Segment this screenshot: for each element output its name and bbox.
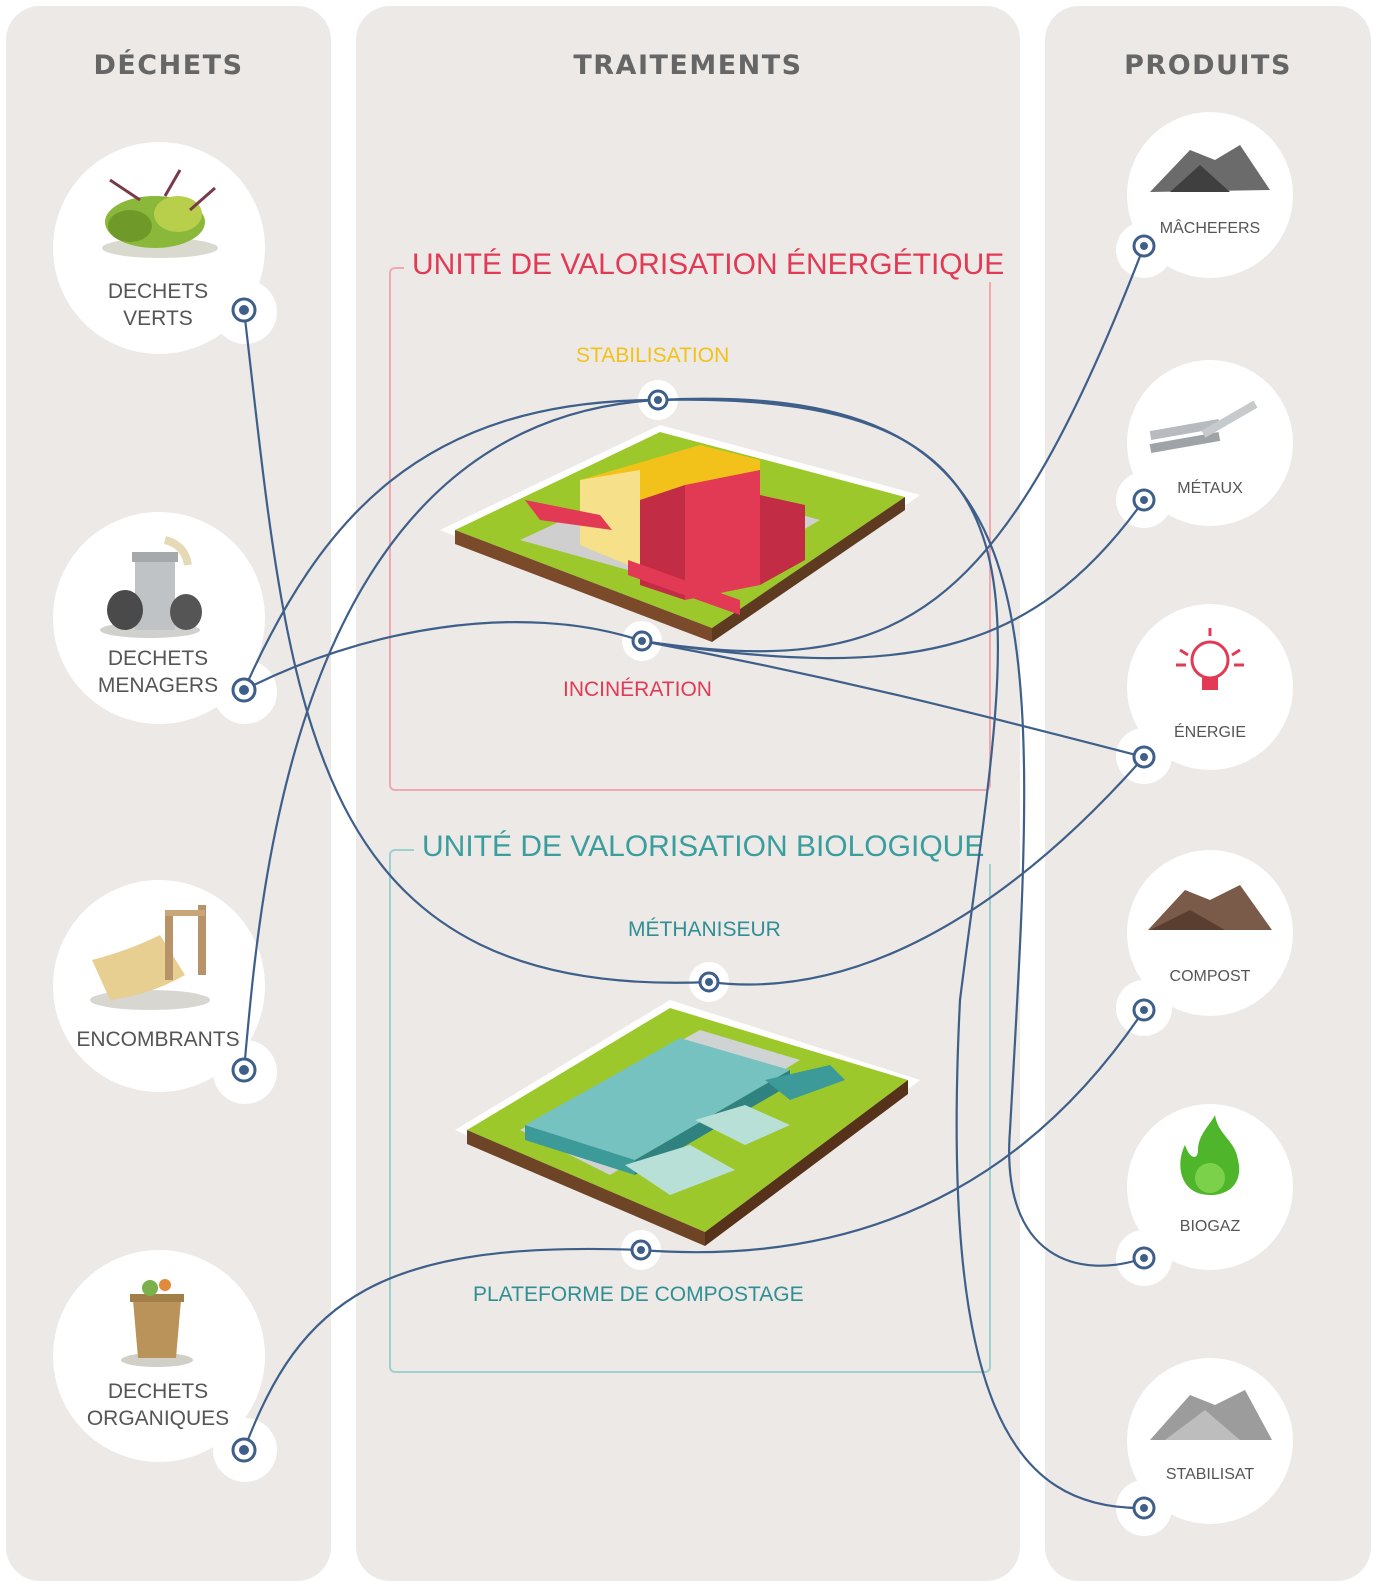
node-verts: [231, 297, 257, 323]
node-organiques: [231, 1437, 257, 1463]
product-label-machefers: MÂCHEFERS: [1159, 220, 1261, 237]
product-label-metaux: MÉTAUX: [1177, 480, 1243, 497]
node-biogaz: [1132, 1246, 1156, 1270]
incineration-label: INCINÉRATION: [563, 678, 712, 701]
link-stabilisation-stabilisat: [657, 398, 1145, 1510]
node-encombrants: [231, 1057, 257, 1083]
metal-bars-icon: [1149, 400, 1258, 454]
product-label-biogaz: BIOGAZ: [1179, 1218, 1241, 1235]
slag-pile-icon: [1150, 145, 1270, 192]
green-waste-icon: [102, 169, 218, 258]
product-label-compost: COMPOST: [1169, 968, 1251, 985]
traitements-title: TRAITEMENTS: [573, 50, 803, 81]
link-verts-methaniseur: [242, 309, 710, 984]
product-label-energie: ÉNERGIE: [1173, 724, 1246, 741]
product-label-stabilisat: STABILISAT: [1165, 1466, 1255, 1483]
waste-label-verts: DECHETS VERTS: [107, 280, 209, 331]
biological-plant-illustration: [455, 1000, 920, 1246]
link-organiques-compostage: [242, 1247, 642, 1451]
stabilisate-pile-icon: [1150, 1390, 1272, 1440]
link-incineration-metaux: [641, 499, 1145, 660]
energetique-unit-title: UNITÉ DE VALORISATION ÉNERGÉTIQUE: [404, 248, 1013, 282]
waste-label-organiques: DECHETS ORGANIQUES: [86, 1380, 230, 1431]
bulky-waste-icon: [90, 905, 210, 1010]
node-energie: [1132, 745, 1156, 769]
methaniseur-label: MÉTHANISEUR: [628, 918, 781, 941]
node-menagers: [231, 677, 257, 703]
stabilisation-label: STABILISATION: [576, 344, 730, 367]
node-incineration: [631, 630, 653, 652]
light-bulb-icon: [1176, 628, 1244, 690]
node-compostage: [630, 1239, 652, 1261]
dechets-title: DÉCHETS: [93, 50, 244, 81]
link-encombrants-stabilisation: [242, 398, 659, 1071]
biogas-flame-icon: [1180, 1115, 1240, 1195]
node-metaux: [1132, 488, 1156, 512]
link-methaniseur-energie: [708, 756, 1145, 986]
link-compostage-compost: [640, 1009, 1145, 1254]
produits-title: PRODUITS: [1124, 50, 1292, 81]
energy-plant-illustration: [440, 425, 920, 642]
node-stabilisat: [1132, 1496, 1156, 1520]
household-waste-icon: [100, 536, 202, 638]
connection-nodes: [231, 234, 1156, 1520]
compost-pile-icon: [1148, 885, 1272, 930]
compostage-label: PLATEFORME DE COMPOSTAGE: [473, 1283, 804, 1306]
biologique-unit-title: UNITÉ DE VALORISATION BIOLOGIQUE: [414, 830, 993, 864]
link-incineration-machefers: [641, 245, 1146, 653]
link-menagers-stabilisation: [242, 398, 659, 691]
waste-label-menagers: DECHETS MENAGERS: [97, 647, 219, 698]
link-incineration-energie: [641, 639, 1145, 759]
organic-bin-icon: [121, 1279, 193, 1367]
link-menagers-incineration: [243, 621, 643, 691]
waste-label-encombrants: ENCOMBRANTS: [76, 1028, 240, 1051]
node-compost: [1132, 998, 1156, 1022]
node-machefers: [1132, 234, 1156, 258]
node-stabilisation: [647, 389, 669, 411]
node-methaniseur: [698, 971, 720, 993]
